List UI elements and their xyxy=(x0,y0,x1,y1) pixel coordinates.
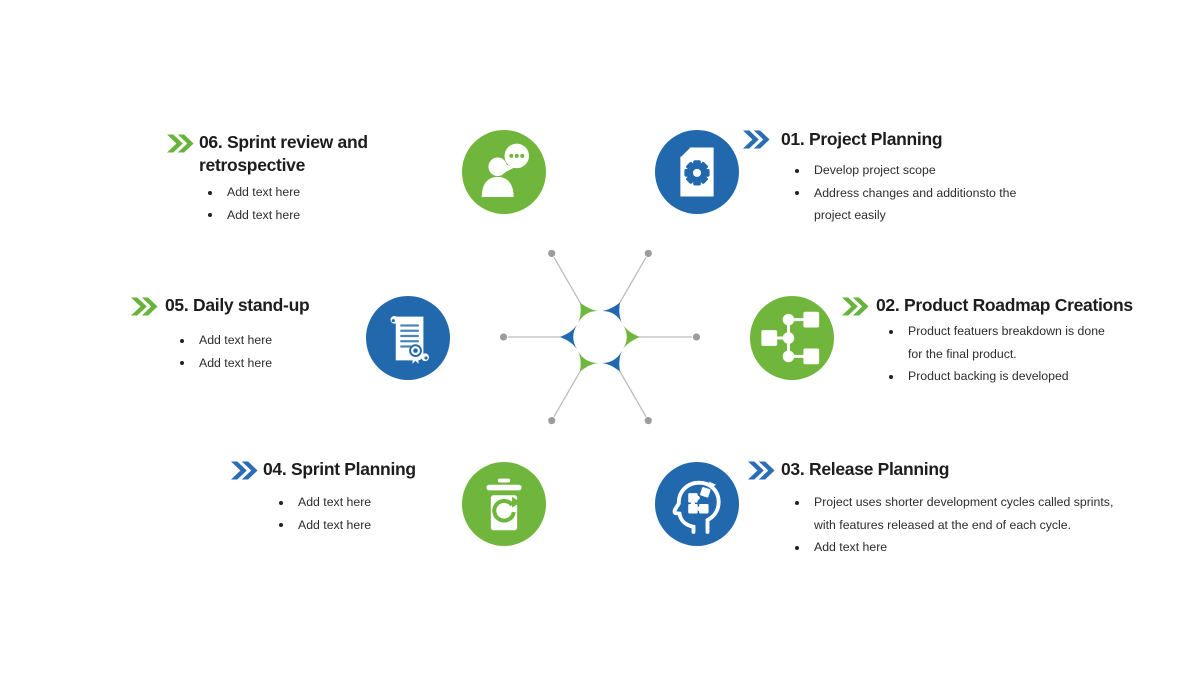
hub-spoke xyxy=(601,350,652,425)
section-title: 01. Project Planning xyxy=(781,129,943,149)
bullet-dot xyxy=(889,374,893,379)
bullet-list: Product featuers breakdown is done for t… xyxy=(889,320,1105,388)
hub-svg xyxy=(499,249,701,425)
section-title: 05. Daily stand-up xyxy=(165,295,310,315)
double-chevron-icon xyxy=(167,134,194,153)
bullet-list: Project uses shorter development cycles … xyxy=(795,491,1113,559)
bullet-item: Add text here xyxy=(795,536,1113,559)
section-title: 04. Sprint Planning xyxy=(263,459,416,479)
bullet-dot xyxy=(208,190,212,195)
double-chevron-icon xyxy=(743,130,770,149)
bullet-list: Add text here Add text here xyxy=(279,491,371,536)
section-title: 03. Release Planning xyxy=(781,459,950,479)
bullet-item: Address changes and additionsto the proj… xyxy=(795,182,1016,227)
hub-spoke xyxy=(601,249,652,324)
bullet-item: Product backing is developed xyxy=(889,365,1105,388)
bullet-item: Add text here xyxy=(279,491,371,514)
bullet-dot xyxy=(889,329,893,334)
bullet-item: Add text here xyxy=(180,329,272,352)
bullet-dot xyxy=(208,213,212,217)
bullet-item: Develop project scope xyxy=(795,159,1016,182)
double-chevron-icon xyxy=(842,297,869,316)
bullet-item: Product featuers breakdown is done for t… xyxy=(889,320,1105,365)
hub-spoke xyxy=(548,350,599,425)
bullet-dot xyxy=(279,500,283,505)
head-puzzle-icon xyxy=(655,462,739,546)
bullet-dot xyxy=(180,338,184,343)
bullet-list: Develop project scope Address changes an… xyxy=(795,159,1016,227)
section-title: 02. Product Roadmap Creations xyxy=(876,295,1133,315)
double-chevron-icon xyxy=(748,461,775,480)
bullet-dot xyxy=(795,500,799,505)
hub-graphic xyxy=(490,237,710,437)
section-title: 06. Sprint review and retrospective xyxy=(199,132,368,175)
double-chevron-icon xyxy=(131,297,158,316)
bullet-dot xyxy=(180,361,184,365)
bullet-dot xyxy=(795,168,799,173)
bullet-item: Add text here xyxy=(208,204,300,227)
bullet-dot xyxy=(795,545,799,550)
bullet-item: Project uses shorter development cycles … xyxy=(795,491,1113,536)
hub-spoke xyxy=(548,249,599,324)
trash-refresh-icon xyxy=(462,462,546,546)
hub-spoke xyxy=(623,325,701,349)
flowchart-icon xyxy=(750,296,834,380)
double-chevron-icon xyxy=(231,461,258,480)
person-chat-icon xyxy=(462,130,546,214)
hub-spoke xyxy=(499,325,577,349)
bullet-list: Add text here Add text here xyxy=(180,329,272,374)
document-gear-icon xyxy=(655,130,739,214)
bullet-item: Add text here xyxy=(180,352,272,375)
bullet-item: Add text here xyxy=(208,181,300,204)
bullet-item: Add text here xyxy=(279,514,371,537)
bullet-dot xyxy=(279,523,283,527)
bullet-dot xyxy=(795,191,799,195)
bullet-list: Add text here Add text here xyxy=(208,181,300,226)
certificate-icon xyxy=(366,296,450,380)
